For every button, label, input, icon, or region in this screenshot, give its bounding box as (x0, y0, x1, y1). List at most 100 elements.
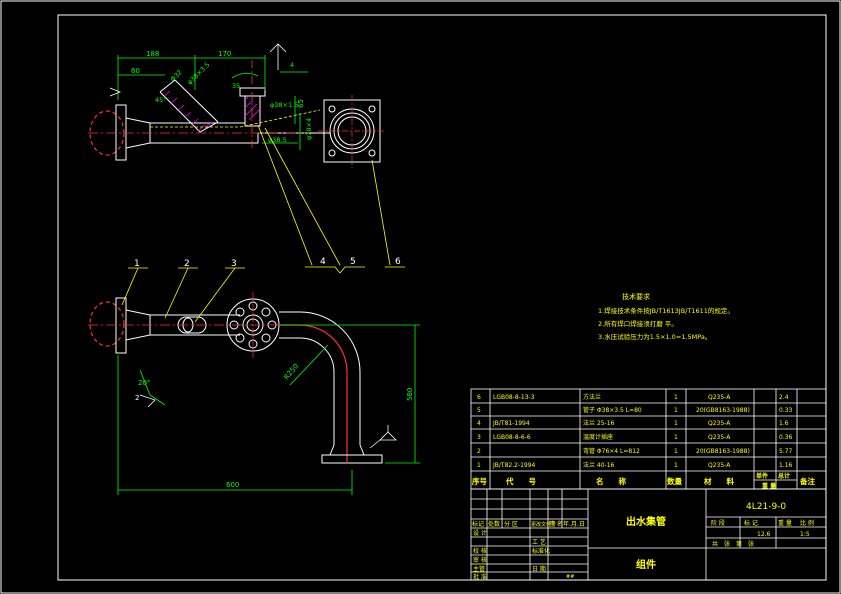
dim-600: 600 (226, 481, 239, 489)
label-d70x4: φ70×4 (305, 118, 313, 140)
top-dimensions (117, 55, 308, 150)
row1-code: JB/T82.2-1994 (492, 462, 536, 469)
rev-mark: 标记 (472, 520, 484, 528)
frame-border (57, 14, 827, 581)
row1-material: Q235-A (708, 462, 731, 469)
row4-no: 4 (477, 420, 481, 427)
role-supervisor: 主管 (473, 565, 485, 573)
leaders-top (257, 124, 405, 274)
dim-65: 65 (297, 99, 305, 108)
rev-count: 处数 (488, 520, 500, 528)
row4-name: 法兰 25-16 (583, 419, 615, 427)
dim-170: 170 (218, 50, 231, 58)
row2-weight: 5.77 (779, 448, 793, 455)
row6-code: LGB08-8-13-3 (493, 394, 535, 401)
weight-label: 重 量 (778, 519, 792, 527)
role-std: 标准化 (532, 547, 550, 555)
section-hatch (162, 90, 213, 132)
row1-weight: 1.16 (779, 462, 793, 469)
row1-qty: 1 (674, 462, 678, 469)
tech-note-3: 3.水压试验压力为1.5×1.0=1.5MPa。 (598, 332, 711, 341)
dim-2: 2 (135, 394, 139, 402)
label-d38x15: φ38×1.5 (270, 101, 298, 109)
front-dimensions (117, 324, 420, 495)
dim-60: 60 (131, 67, 140, 75)
label-d32: Φ32 (169, 68, 184, 83)
hdr-no: 序号 (472, 476, 487, 486)
top-view: 188 170 60 65 Φ32 φ38×3.5 φ38×1.5 45° φ7… (88, 43, 386, 168)
balloon-2: 2 (184, 259, 190, 269)
row5-weight: 0.33 (779, 407, 793, 414)
row6-no: 6 (477, 394, 481, 401)
drawing-title: 出水集管 (626, 515, 666, 528)
scale-label: 比 例 (800, 519, 814, 527)
row6-material: Q235-A (708, 394, 731, 401)
row5-material: 20(GB8163-1988) (696, 407, 750, 414)
scale-value: 1:5 (800, 531, 810, 538)
tech-note-2: 2.所有焊口焊接须打磨 平。 (598, 319, 678, 328)
hdr-code: 代 号 (505, 476, 536, 486)
row5-name: 管子 Φ38×3.5 L=80 (583, 406, 642, 414)
mark-label: 标 记 (744, 519, 758, 527)
row3-weight: 0.36 (779, 434, 793, 441)
dim-188: 188 (146, 50, 159, 58)
row5-no: 5 (477, 407, 481, 414)
row1-name: 法兰 40-16 (583, 461, 615, 469)
leaders-front (121, 267, 245, 323)
hdr-name: 名 称 (596, 476, 626, 486)
flange-plate (115, 104, 127, 161)
pipe-body (125, 105, 330, 149)
row1-no: 1 (477, 462, 481, 469)
drawing-subtitle: 组件 (636, 558, 656, 571)
row3-qty: 1 (674, 434, 678, 441)
role-approve: 批 准 (473, 573, 487, 581)
dim-580: 580 (406, 388, 414, 401)
tech-note-1: 1.焊接技术条件按JB/T1613JB/T1611的规定。 (598, 306, 734, 315)
pipe-bend (279, 311, 361, 445)
hdr-remark: 备注 (799, 476, 815, 486)
dim-20deg: 20° (138, 379, 150, 387)
weld-symbol (269, 43, 287, 70)
rev-doc: 更改文件号 (531, 521, 556, 528)
balloon-4: 4 (320, 257, 326, 267)
label-45deg: 45° (155, 96, 167, 104)
title-block: 标记 处数 分 区 更改文件号 签 名 年.月.日 设 计 校 核 审 核 主管… (470, 488, 827, 581)
row3-code: LGB08-8-6-6 (493, 434, 531, 441)
angled-branch (159, 79, 219, 133)
hdr-weight: 重 量 (762, 482, 776, 490)
hdr-qty: 数量 (667, 476, 682, 486)
role-craft: 工 艺 (532, 538, 546, 546)
drawing-number: 4L21-9-0 (746, 502, 786, 512)
balloon-6: 6 (395, 257, 401, 267)
row2-qty: 1 (674, 448, 678, 455)
row4-qty: 1 (674, 420, 678, 427)
row3-material: Q235-A (708, 434, 731, 441)
row2-no: 2 (477, 448, 481, 455)
row3-no: 3 (477, 434, 481, 441)
row4-material: Q235-A (708, 420, 731, 427)
hdr-total: 总计 (778, 472, 790, 480)
row3-name: 温度计插座 (583, 433, 613, 441)
role-design: 设 计 (473, 529, 487, 537)
sheet-label: 共 张 第 张 (712, 540, 754, 548)
small-tag: ## (566, 574, 574, 580)
role-review: 审 核 (473, 556, 487, 564)
row6-name: 方法兰 (583, 393, 601, 401)
label-d38x35: φ38×3.5 (186, 61, 212, 87)
label-35: 35 (232, 82, 240, 90)
parts-table: 6 LGB08-8-13-3 方法兰 1 Q235-A 2.4 5 管子 Φ38… (470, 388, 827, 490)
weight-value: 12.6 (757, 531, 771, 538)
bend-centerline (279, 324, 348, 462)
label-d385: φ38.5 (268, 136, 287, 144)
balloon-1: 1 (134, 259, 140, 269)
role-date: 日 期 (532, 565, 546, 573)
balloon-5: 5 (350, 257, 356, 267)
row2-name: 弯管 Φ76×4 L=812 (583, 447, 640, 455)
rev-date: 年.月.日 (563, 520, 585, 528)
label-4: 4 (290, 61, 294, 69)
balloon-3: 3 (231, 259, 237, 269)
row5-qty: 1 (674, 407, 678, 414)
branch-flange (239, 87, 266, 97)
